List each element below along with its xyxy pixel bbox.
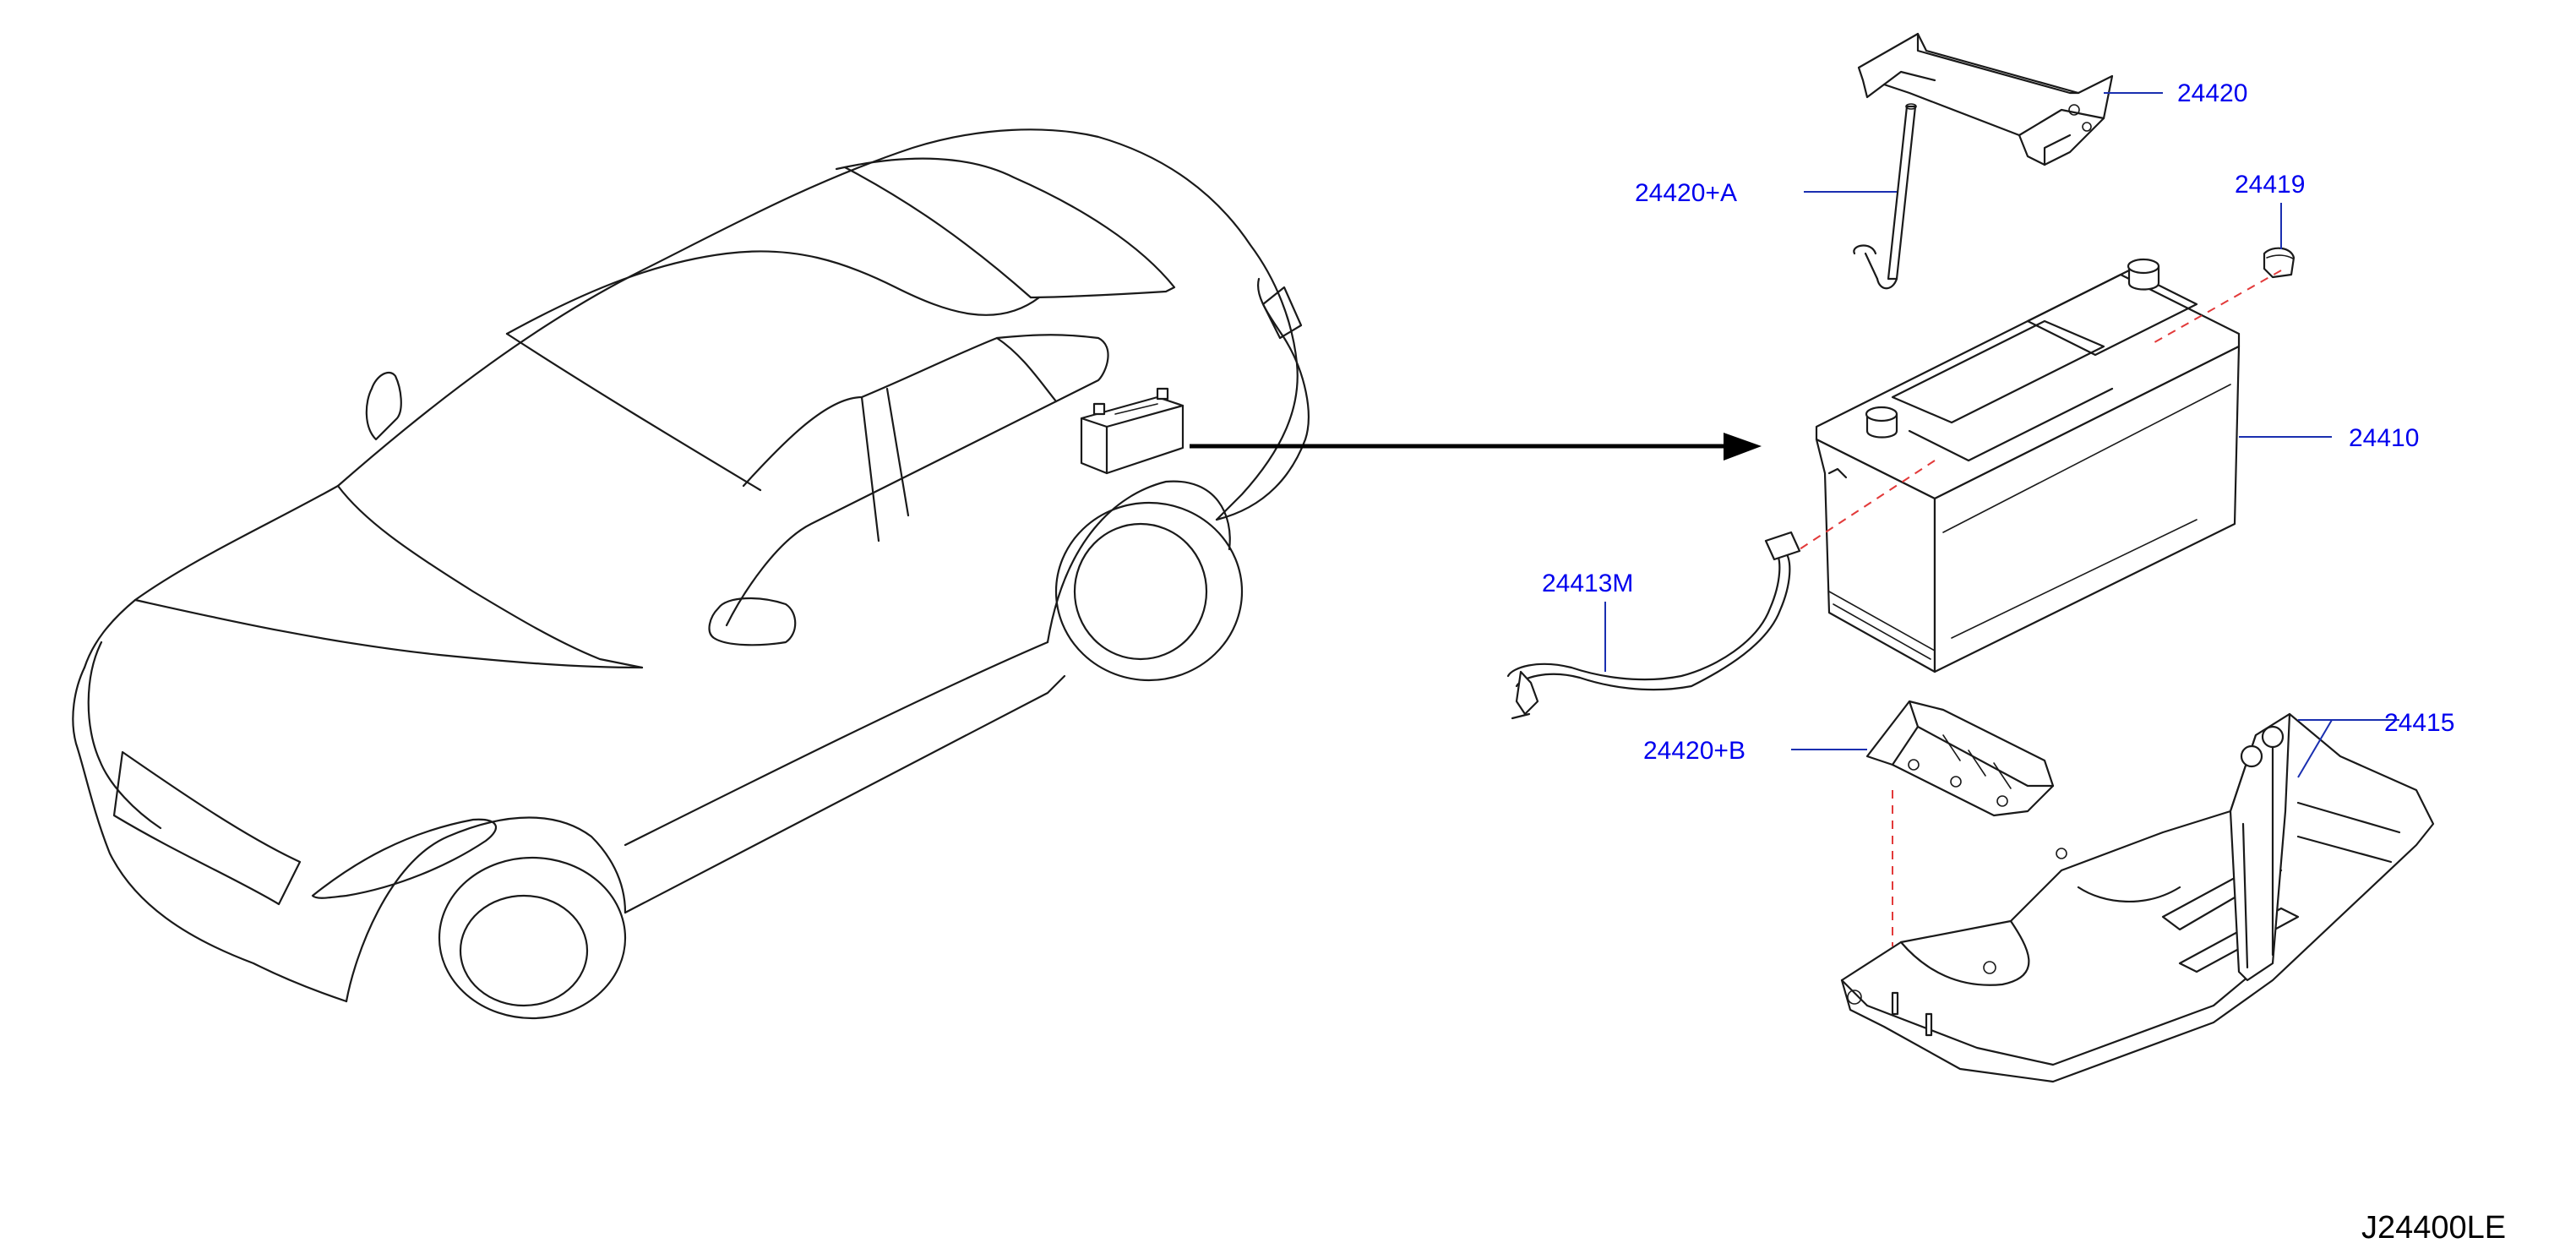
callout-24410: 24410 <box>2349 424 2419 452</box>
callout-arrow <box>1190 433 1762 461</box>
dashed-guides <box>1799 270 2282 946</box>
callout-24420-a: 24420+A <box>1635 179 1737 207</box>
battery-tray <box>1840 712 2435 1083</box>
car-illustration <box>72 128 1310 1020</box>
diagram-code: J24400LE <box>2361 1210 2506 1246</box>
callout-24415: 24415 <box>2384 709 2454 737</box>
callout-24419: 24419 <box>2235 171 2305 199</box>
callout-24420: 24420 <box>2177 79 2247 107</box>
battery-sensor-cable <box>1506 531 1801 720</box>
callout-24413m: 24413M <box>1542 570 1633 597</box>
hold-down-clamp <box>1865 700 2055 817</box>
terminal-cap <box>2263 247 2296 279</box>
callout-24420-b: 24420+B <box>1643 737 1745 765</box>
hold-down-bracket <box>1857 32 2114 166</box>
hold-down-rod <box>1853 103 1917 290</box>
battery-location-icon <box>1080 387 1185 475</box>
battery <box>1815 258 2241 673</box>
leader-lines <box>1604 92 2399 778</box>
